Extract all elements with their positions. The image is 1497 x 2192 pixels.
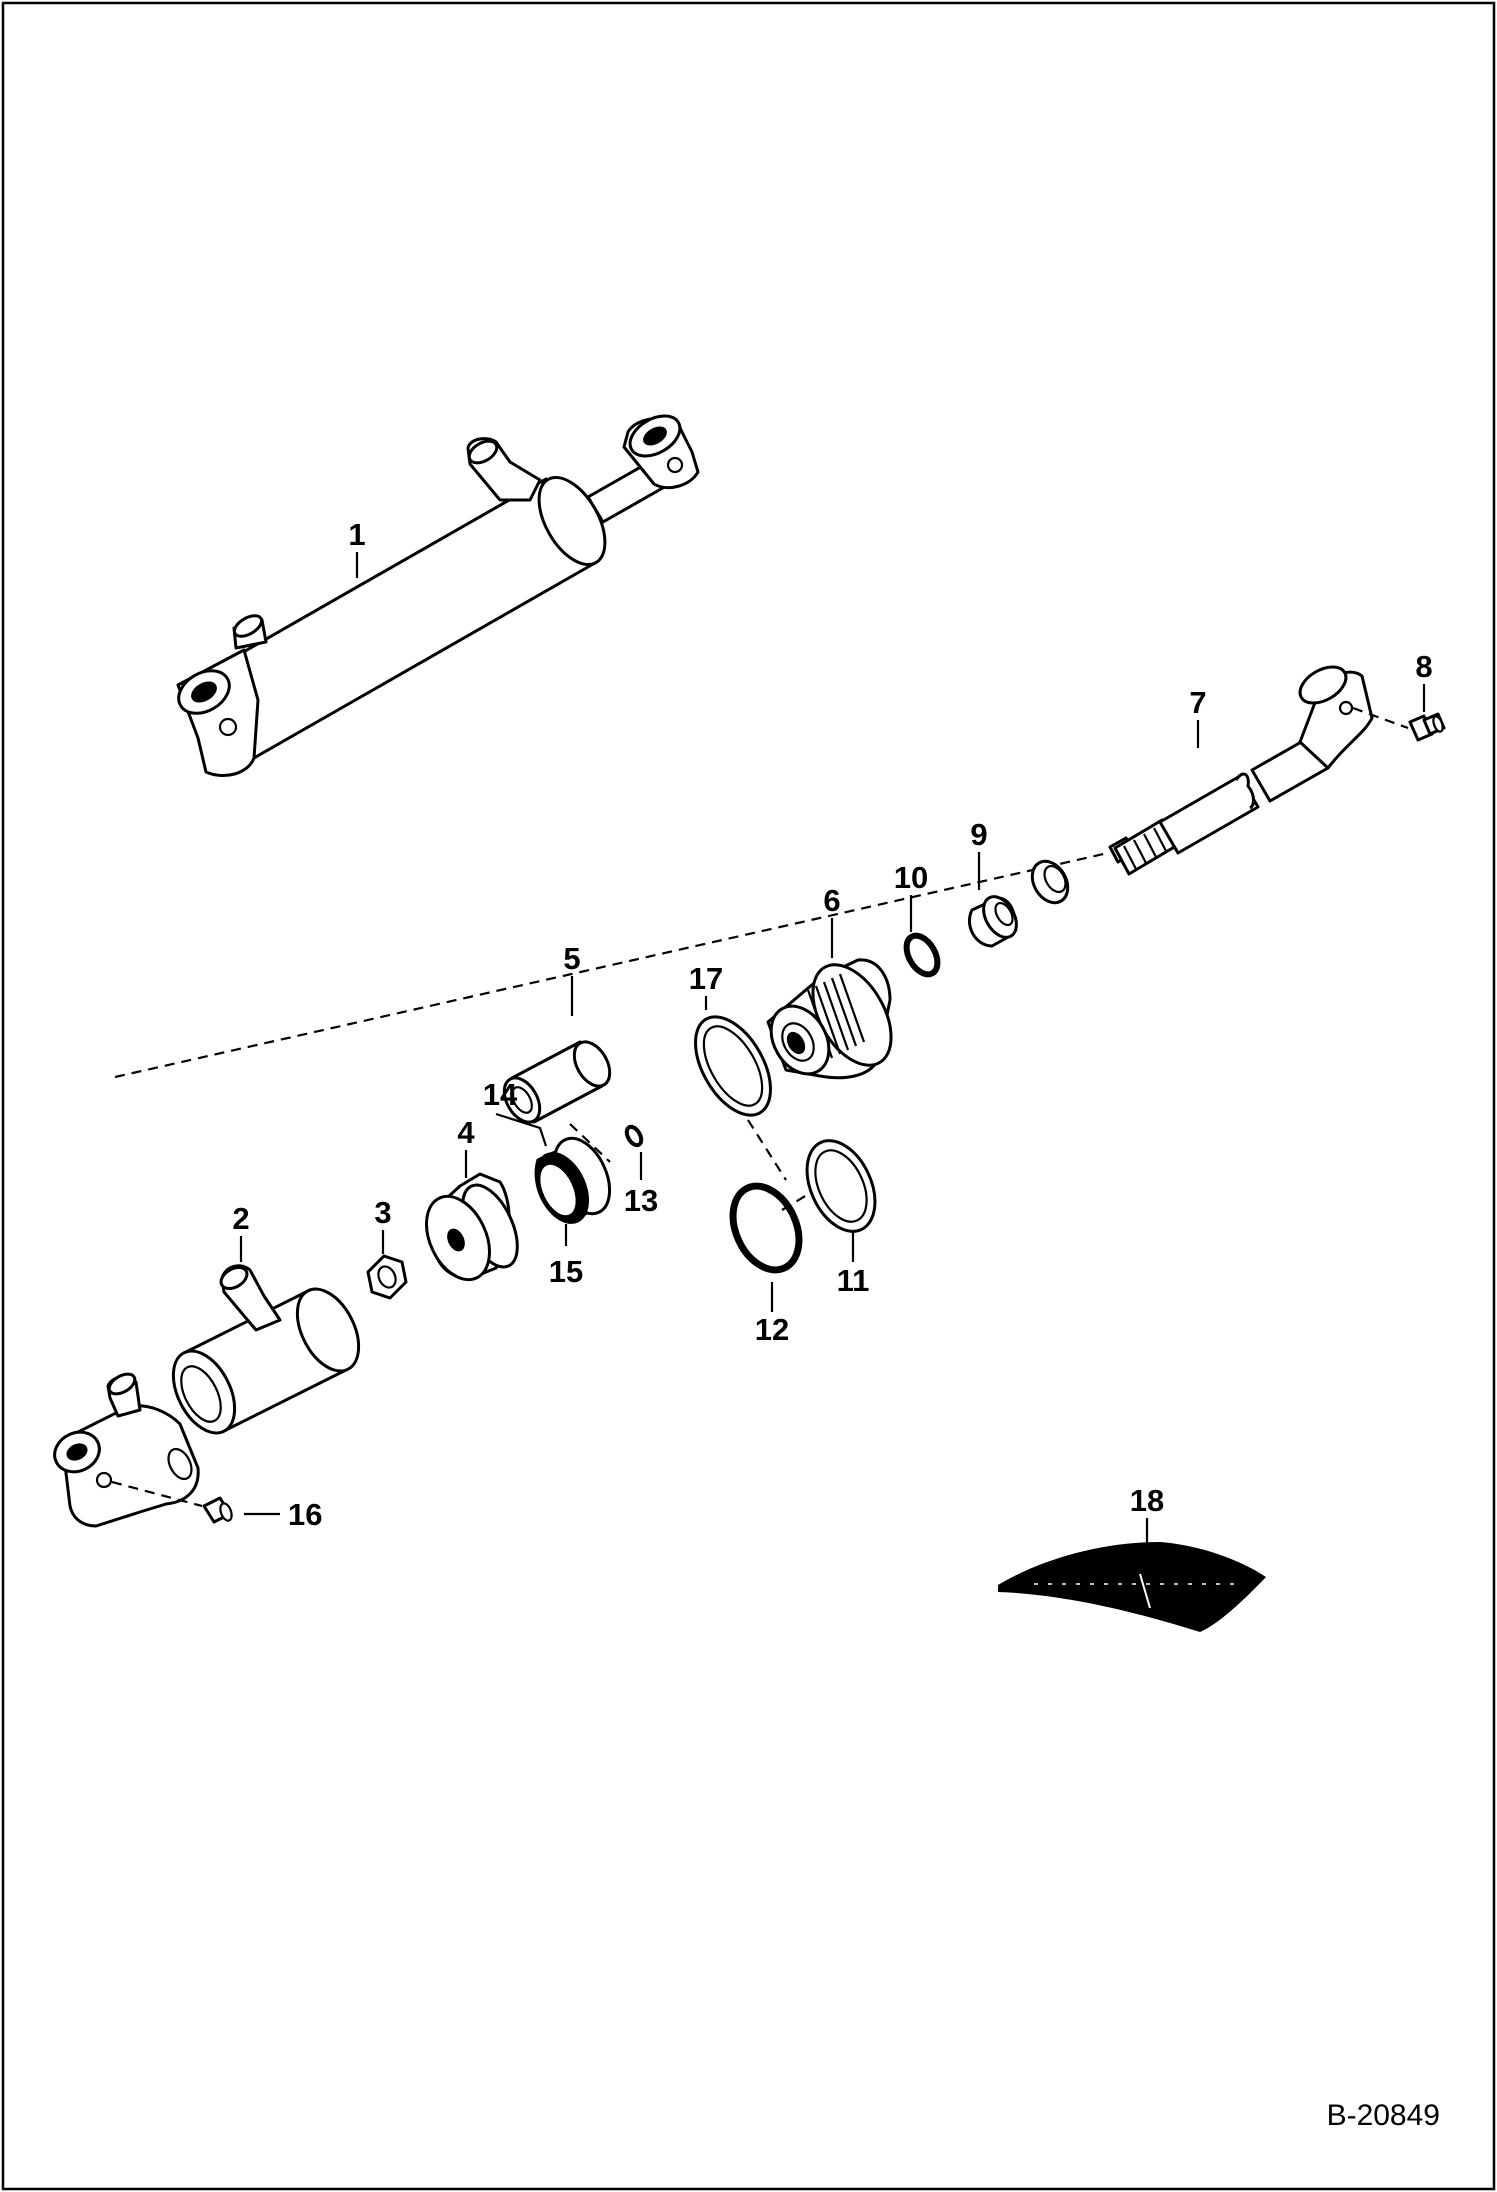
callout-6: 6 bbox=[823, 883, 840, 918]
callout-12: 12 bbox=[755, 1312, 789, 1347]
drawing-number: B-20849 bbox=[1327, 2099, 1440, 2132]
callout-1: 1 bbox=[348, 517, 365, 552]
callout-2: 2 bbox=[232, 1201, 249, 1236]
callout-10: 10 bbox=[894, 860, 928, 895]
cylinder-barrel bbox=[171, 1264, 361, 1435]
assembled-cylinder bbox=[176, 414, 700, 777]
rod-assembly bbox=[1108, 665, 1374, 876]
cylinder-head bbox=[766, 958, 893, 1080]
callout-11: 11 bbox=[837, 1263, 870, 1298]
piston-seal bbox=[534, 1136, 612, 1224]
grease-fitting-rod bbox=[1408, 712, 1446, 742]
ring-11 bbox=[805, 1139, 877, 1233]
rod-seal-ring bbox=[1030, 859, 1070, 905]
callout-9: 9 bbox=[970, 817, 987, 852]
callout-4: 4 bbox=[457, 1115, 475, 1150]
o-ring-12 bbox=[729, 1182, 803, 1274]
callout-7: 7 bbox=[1189, 685, 1206, 720]
callout-3: 3 bbox=[374, 1195, 391, 1230]
piston-nut bbox=[366, 1254, 408, 1300]
o-ring-10 bbox=[903, 932, 941, 978]
o-ring-13 bbox=[624, 1124, 644, 1148]
callout-5: 5 bbox=[563, 941, 580, 976]
callout-16: 16 bbox=[288, 1497, 322, 1532]
callout-15: 15 bbox=[549, 1254, 583, 1289]
piston bbox=[425, 1172, 519, 1282]
head-seal-17 bbox=[694, 1015, 772, 1117]
seal-kit-packet bbox=[998, 1542, 1266, 1632]
grease-fitting-base bbox=[202, 1496, 233, 1524]
wiper-seal bbox=[968, 895, 1018, 948]
callout-13: 13 bbox=[624, 1183, 658, 1218]
callout-18: 18 bbox=[1130, 1483, 1164, 1518]
callout-8: 8 bbox=[1415, 649, 1432, 684]
spacer-tube bbox=[502, 1040, 612, 1124]
callout-14: 14 bbox=[483, 1077, 518, 1112]
callout-17: 17 bbox=[689, 961, 723, 996]
